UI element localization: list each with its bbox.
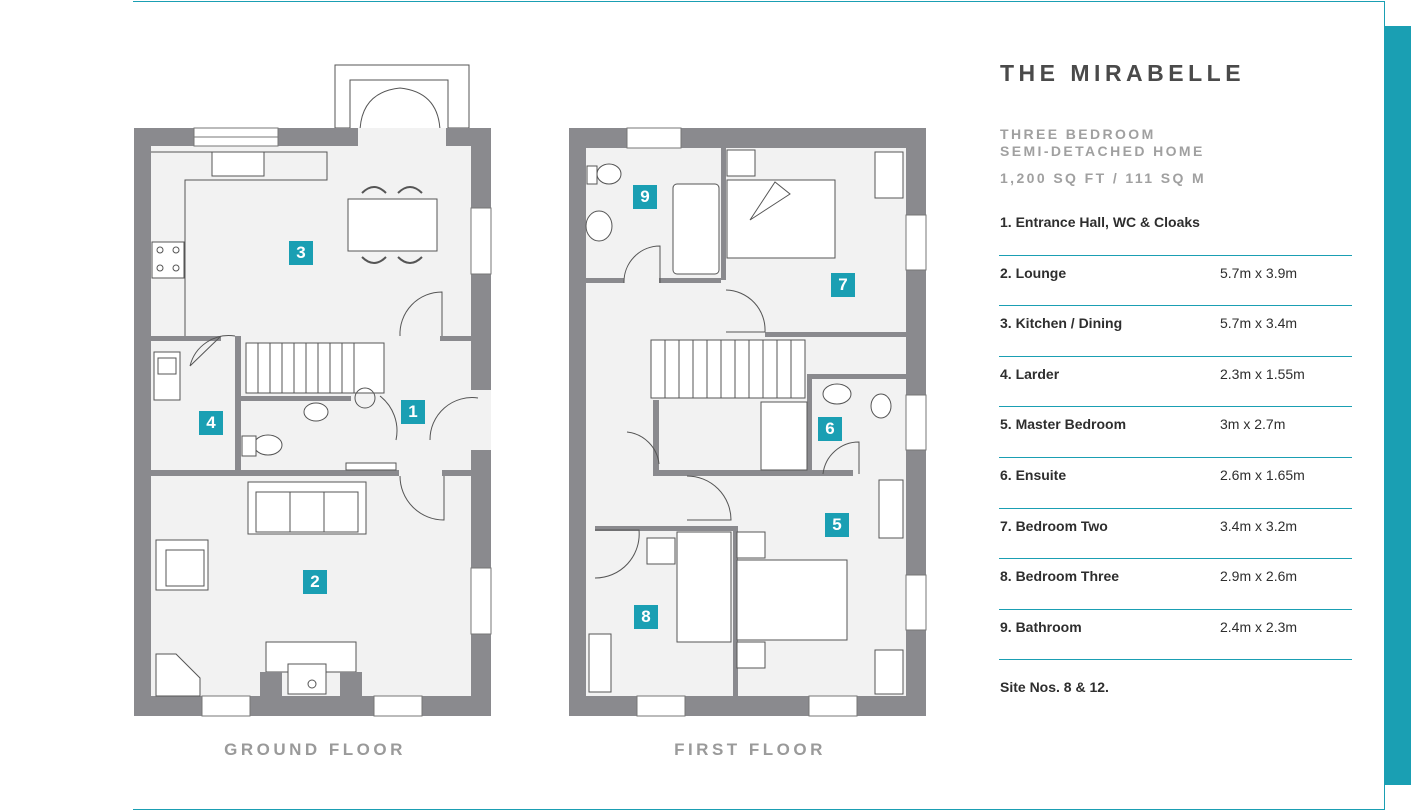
room-dimensions: 2.4m x 2.3m [1220,618,1298,635]
room-badge-7: 7 [831,273,855,297]
room-name: 3. Kitchen / Dining [1000,315,1123,332]
room-badge-8: 8 [634,605,658,629]
room-dimensions: 2.6m x 1.65m [1220,466,1305,483]
room-row: 6. Ensuite 2.6m x 1.65m [999,458,1352,509]
room-row: 4. Larder 2.3m x 1.55m [999,357,1352,408]
room-name: 6. Ensuite [1000,466,1067,483]
room-name: 7. Bedroom Two [1000,517,1108,534]
ground-floor-drawing [134,64,492,717]
room-badge-5: 5 [825,513,849,537]
room-name: 1. Entrance Hall, WC & Cloaks [1000,214,1200,230]
room-badge-1: 1 [401,400,425,424]
ground-floor-plan: 3 1 4 2 [130,60,496,720]
room-dimensions: 5.7m x 3.4m [1220,315,1298,332]
room-dimensions: 3.4m x 3.2m [1220,517,1298,534]
room-dimensions: 2.9m x 2.6m [1220,568,1298,585]
room-dimensions: 3m x 2.7m [1220,416,1286,433]
floor-area: 1,200 SQ FT / 111 SQ M [1000,170,1207,186]
room-name: 5. Master Bedroom [1000,416,1127,433]
room-row: 1. Entrance Hall, WC & Cloaks [999,205,1352,256]
room-dimensions: 5.7m x 3.9m [1220,264,1298,281]
room-badge-2: 2 [303,570,327,594]
room-row: 7. Bedroom Two 3.4m x 3.2m [999,509,1352,560]
room-badge-4: 4 [199,411,223,435]
room-name: 9. Bathroom [1000,618,1082,635]
right-rule [1384,1,1385,809]
room-badge-6: 6 [818,417,842,441]
room-name: 4. Larder [1000,365,1060,382]
first-floor-label: FIRST FLOOR [674,740,826,759]
ground-floor-label: GROUND FLOOR [224,740,406,759]
room-name: 8. Bedroom Three [1000,568,1120,585]
room-badge-3: 3 [289,241,313,265]
room-dimensions: 2.3m x 1.55m [1220,365,1305,382]
house-title: THE MIRABELLE [1000,60,1246,86]
subtitle-bedrooms: THREE BEDROOM [1000,126,1156,142]
bottom-rule [133,809,1385,810]
first-floor-drawing [569,127,927,717]
room-row: 2. Lounge 5.7m x 3.9m [999,256,1352,307]
accent-bar [1385,26,1411,785]
site-note: Site Nos. 8 & 12. [1000,679,1109,695]
first-floor-plan: 9 7 6 5 8 [565,60,931,720]
room-row: 8. Bedroom Three 2.9m x 2.6m [999,559,1352,610]
subtitle-type: SEMI-DETACHED HOME [1000,143,1205,159]
room-row: 9. Bathroom 2.4m x 2.3m [999,610,1352,661]
room-badge-9: 9 [633,185,657,209]
room-name: 2. Lounge [1000,264,1067,281]
top-rule [133,1,1385,2]
room-row: 3. Kitchen / Dining 5.7m x 3.4m [999,306,1352,357]
room-row: 5. Master Bedroom 3m x 2.7m [999,407,1352,458]
room-schedule: 1. Entrance Hall, WC & Cloaks 2. Lounge 5… [999,205,1352,661]
